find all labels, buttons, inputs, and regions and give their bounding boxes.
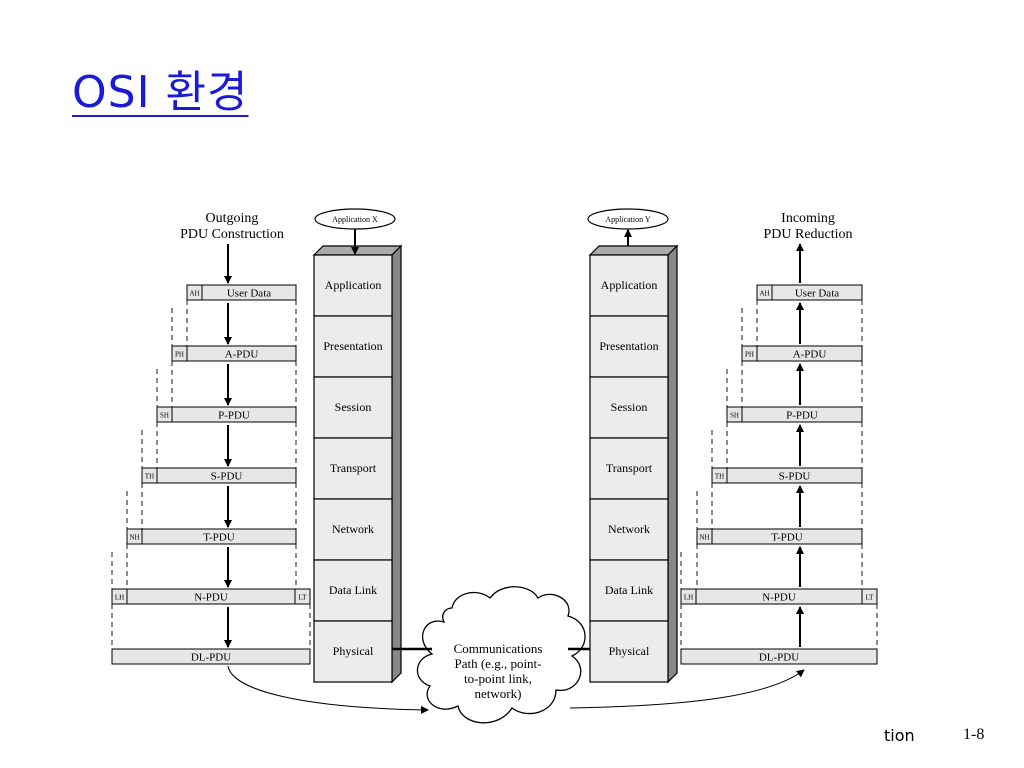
outgoing-pdu-body-label: S-PDU bbox=[211, 471, 243, 483]
outgoing-pdu-trailer-label: LT bbox=[299, 594, 308, 602]
incoming-heading-line-1: Incoming bbox=[781, 211, 835, 226]
outgoing-pdu-body-cell bbox=[111, 648, 311, 665]
osi-stack-left: ApplicationPresentationSessionTransportN… bbox=[312, 244, 403, 684]
transmit-curve-left bbox=[227, 665, 429, 714]
incoming-pdu-body-label: DL-PDU bbox=[759, 652, 799, 664]
incoming-pdu-body-cell bbox=[771, 284, 863, 301]
right-layer-label: Network bbox=[608, 522, 650, 536]
outgoing-pdu-body-label: P-PDU bbox=[218, 410, 250, 422]
left-layer-label: Transport bbox=[330, 461, 377, 475]
incoming-pdu-header-label: LH bbox=[684, 594, 693, 602]
incoming-pdu-header-label: NH bbox=[699, 534, 709, 542]
incoming-pdu-body-cell bbox=[741, 406, 863, 423]
incoming-pdu-body-cell bbox=[680, 648, 878, 665]
outgoing-pdu-trailer-cell bbox=[294, 588, 311, 605]
left-layer-label: Application bbox=[325, 278, 382, 292]
outgoing-heading-line-1: Outgoing bbox=[206, 211, 259, 226]
incoming-pdu-trailer-cell bbox=[861, 588, 878, 605]
outgoing-pdu-body-cell bbox=[201, 284, 297, 301]
incoming-pdu-body-label: User Data bbox=[795, 288, 839, 300]
incoming-pdu-header-label: PH bbox=[745, 351, 754, 359]
right-layer-label: Data Link bbox=[605, 583, 653, 597]
incoming-heading-line-2: PDU Reduction bbox=[763, 227, 852, 242]
application-y-label: Application Y bbox=[605, 215, 650, 224]
right-layer-box bbox=[589, 315, 669, 378]
right-stack-side bbox=[667, 244, 678, 684]
incoming-pdu-body-cell bbox=[726, 467, 863, 484]
outgoing-pdu-header-label: PH bbox=[175, 351, 184, 359]
outgoing-pdu-header-label: LH bbox=[115, 594, 124, 602]
left-layer-box bbox=[313, 620, 393, 683]
outgoing-pdu-body-label: A-PDU bbox=[225, 349, 259, 361]
outgoing-pdu-body-label: User Data bbox=[227, 288, 271, 300]
left-layer-label: Physical bbox=[333, 644, 374, 658]
slide-number: 1-8 bbox=[963, 726, 985, 743]
left-stack-side bbox=[391, 244, 402, 684]
outgoing-heading-line-2: PDU Construction bbox=[180, 227, 284, 242]
outgoing-pdu-body-cell bbox=[156, 467, 297, 484]
slide-title: OSI 환경 bbox=[72, 67, 249, 118]
outgoing-pdu-header-label: NH bbox=[129, 534, 139, 542]
footer-label: tion bbox=[884, 726, 915, 745]
application-x-label: Application X bbox=[332, 215, 378, 224]
incoming-pdu-header-label: SH bbox=[730, 412, 739, 420]
incoming-pdu-body-label: T-PDU bbox=[771, 532, 802, 544]
outgoing-pdu-body-cell bbox=[171, 406, 297, 423]
outgoing-pdu-header-label: AH bbox=[189, 290, 199, 298]
comm-path-line-2: Path (e.g., point- bbox=[454, 656, 541, 671]
left-layer-label: Presentation bbox=[323, 339, 382, 353]
right-layer-box bbox=[589, 559, 669, 622]
incoming-pdu-body-label: N-PDU bbox=[762, 592, 796, 604]
incoming-pdu-body-label: A-PDU bbox=[793, 349, 827, 361]
right-layer-box bbox=[589, 254, 669, 317]
flow-arrows bbox=[224, 229, 804, 648]
left-layer-label: Data Link bbox=[329, 583, 377, 597]
comm-path-line-3: to-point link, bbox=[464, 671, 532, 686]
left-stack-top bbox=[312, 245, 403, 256]
incoming-pdu-header-label: TH bbox=[715, 473, 724, 481]
right-layer-label: Physical bbox=[609, 644, 650, 658]
right-layer-label: Application bbox=[601, 278, 658, 292]
left-layer-label: Network bbox=[332, 522, 374, 536]
incoming-pdu-body-cell bbox=[711, 528, 863, 545]
outgoing-pdu-body-cell bbox=[141, 528, 297, 545]
outgoing-pdu-body-label: DL-PDU bbox=[191, 652, 231, 664]
outgoing-pdu-body-label: N-PDU bbox=[194, 592, 228, 604]
incoming-pdu-header-label: AH bbox=[759, 290, 769, 298]
right-layer-box bbox=[589, 437, 669, 500]
communications-cloud bbox=[416, 586, 586, 724]
left-layer-box bbox=[313, 254, 393, 317]
right-layer-label: Transport bbox=[606, 461, 653, 475]
outgoing-pdu-body-label: T-PDU bbox=[203, 532, 234, 544]
incoming-pdu-body-label: P-PDU bbox=[786, 410, 818, 422]
left-layer-box bbox=[313, 559, 393, 622]
outgoing-pdu-body-cell bbox=[186, 345, 297, 362]
incoming-pdu-body-label: S-PDU bbox=[779, 471, 811, 483]
comm-path-line-4: network) bbox=[475, 686, 522, 701]
right-layer-label: Presentation bbox=[599, 339, 658, 353]
outgoing-pdu-header-label: TH bbox=[145, 473, 154, 481]
right-stack-top bbox=[588, 245, 679, 256]
comm-path-line-1: Communications bbox=[454, 641, 543, 656]
incoming-pdu-body-cell bbox=[756, 345, 863, 362]
right-layer-box bbox=[589, 498, 669, 561]
left-layer-label: Session bbox=[335, 400, 372, 414]
outgoing-pdu-header-label: SH bbox=[160, 412, 169, 420]
transmit-curve-right bbox=[569, 669, 805, 709]
right-layer-label: Session bbox=[611, 400, 648, 414]
osi-stack-right: ApplicationPresentationSessionTransportN… bbox=[588, 244, 679, 684]
incoming-pdu-trailer-label: LT bbox=[866, 594, 875, 602]
right-layer-box bbox=[589, 620, 669, 683]
